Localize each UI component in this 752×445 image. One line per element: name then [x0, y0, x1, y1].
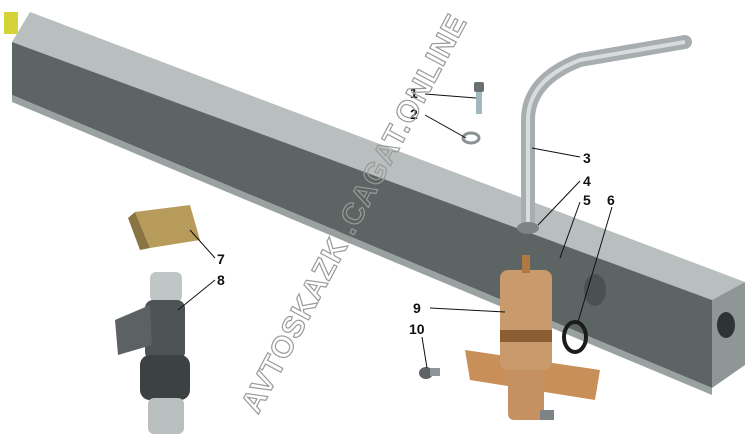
callout-1: 1	[410, 85, 418, 101]
callout-6: 6	[607, 192, 615, 208]
callout-2: 2	[410, 106, 418, 122]
leader-lines	[177, 93, 613, 369]
callout-8: 8	[217, 272, 225, 288]
screw	[419, 367, 440, 379]
callout-4: 4	[583, 173, 591, 189]
washer	[461, 131, 481, 145]
callout-3: 3	[583, 150, 591, 166]
pipe-seal	[517, 222, 539, 234]
callout-10: 10	[409, 321, 425, 337]
end-fitting	[4, 12, 18, 34]
pressure-regulator	[465, 255, 600, 420]
fuel-injector	[115, 272, 190, 434]
callout-9: 9	[413, 300, 421, 316]
o-ring	[562, 320, 588, 354]
callout-7: 7	[217, 251, 225, 267]
bolt	[474, 82, 484, 114]
callout-5: 5	[583, 192, 591, 208]
injector-clip	[128, 205, 200, 250]
